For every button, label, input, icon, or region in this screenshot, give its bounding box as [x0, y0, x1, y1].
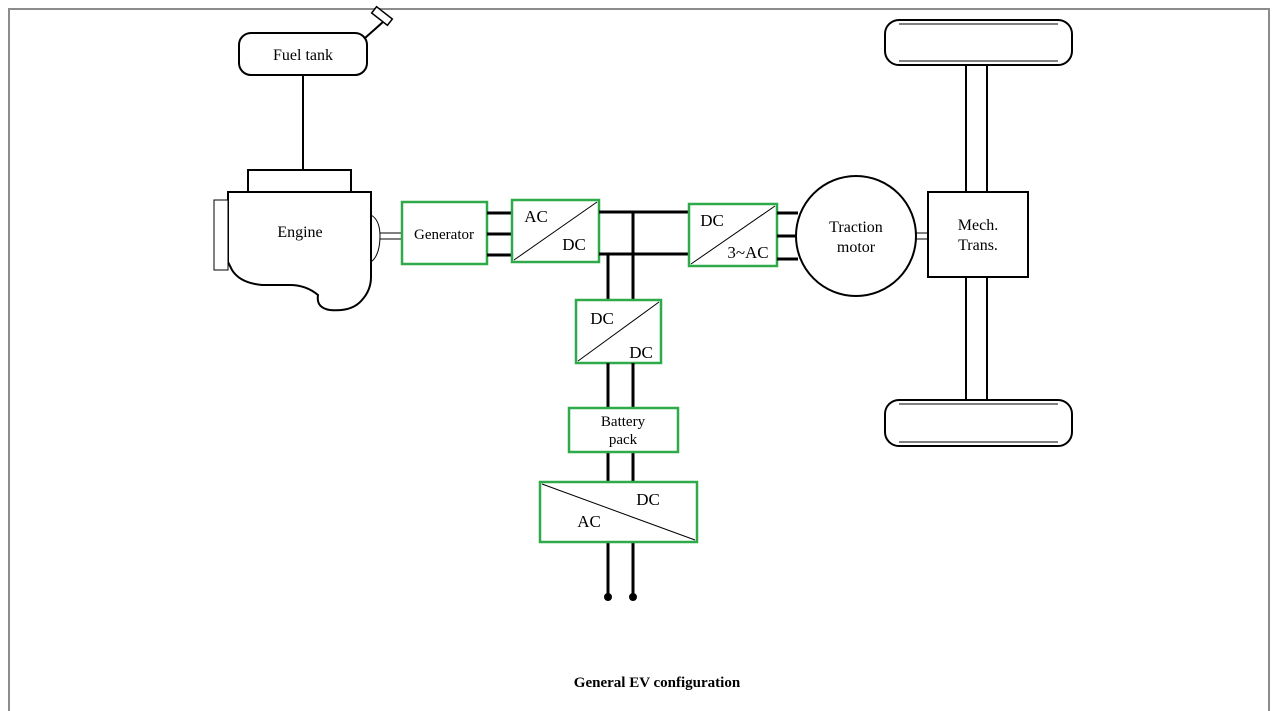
rectifier-ac-label: AC	[524, 207, 548, 226]
charger-ac-label: AC	[577, 512, 601, 531]
dcdc-top-label: DC	[590, 309, 614, 328]
battery-label-1: Battery	[601, 414, 646, 430]
motor-feed	[777, 211, 798, 261]
traction-motor-label-2: motor	[837, 239, 876, 256]
mechanical-transmission: Mech. Trans.	[927, 191, 1029, 278]
fuel-tank-label: Fuel tank	[273, 47, 333, 64]
inverter-dc-ac: DC 3~AC	[687, 202, 779, 268]
rectifier-dc-label: DC	[562, 235, 586, 254]
battery-label-2: pack	[609, 432, 638, 448]
dcdc-bottom-label: DC	[629, 343, 653, 362]
dc-dc-converter: DC DC	[574, 298, 663, 365]
wheel-rear	[884, 399, 1073, 447]
traction-motor: Traction motor	[795, 175, 917, 297]
engine: Engine	[213, 169, 381, 312]
figure-caption: General EV configuration	[574, 675, 741, 691]
battery-leads	[606, 363, 635, 596]
grid-terminal-1	[604, 593, 612, 601]
charger-dc-label: DC	[636, 490, 660, 509]
battery-pack: Battery pack	[567, 406, 680, 454]
charger-ac-dc: DC AC	[538, 480, 699, 544]
rectifier-ac-dc: AC DC	[510, 198, 601, 264]
mech-trans-label-2: Trans.	[958, 237, 998, 254]
wheel-front	[884, 19, 1073, 66]
mech-trans-label-1: Mech.	[958, 217, 998, 234]
fuel-tank: Fuel tank	[238, 5, 394, 76]
traction-motor-label-1: Traction	[829, 219, 883, 236]
dc-bus	[599, 210, 689, 300]
inverter-ac-label: 3~AC	[727, 243, 768, 262]
engine-label: Engine	[277, 224, 322, 241]
grid-terminal-2	[629, 593, 637, 601]
inverter-dc-label: DC	[700, 211, 724, 230]
generator: Generator	[400, 200, 489, 266]
generator-label: Generator	[414, 227, 474, 243]
three-phase-link	[487, 211, 512, 257]
